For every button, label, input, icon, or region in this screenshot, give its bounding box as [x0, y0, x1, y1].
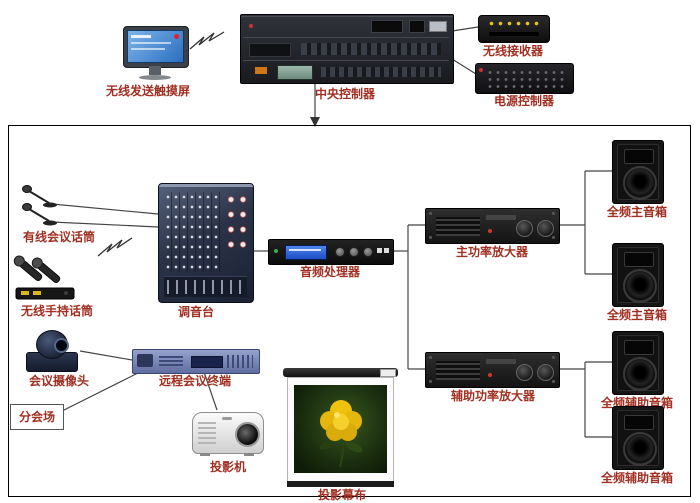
camera-lens	[54, 338, 69, 353]
receiver-led-row	[487, 21, 541, 26]
wireless-mic-label: 无线手持话筒	[20, 304, 93, 318]
wireless-receiver-label: 无线接收器	[482, 44, 543, 58]
mixer-label: 调音台	[177, 305, 214, 319]
link-controller-receiver	[451, 26, 479, 32]
main-speaker-2-label: 全频主音箱	[606, 308, 667, 322]
link-venue-terminal	[61, 371, 141, 412]
wireless-mic-icon	[13, 255, 75, 300]
aux-amplifier-device	[425, 352, 560, 388]
link-controller-power	[451, 58, 477, 75]
mixer-master-knobs	[225, 192, 249, 254]
touchscreen-device	[123, 26, 189, 82]
camera-device	[24, 330, 80, 372]
projector-lens	[235, 422, 260, 447]
touchscreen-label: 无线发送触摸屏	[105, 84, 190, 98]
controller-display	[277, 65, 313, 80]
audio-processor-device	[268, 239, 394, 265]
link-terminal-projector	[203, 371, 218, 411]
projector-label: 投影机	[209, 460, 246, 474]
projector-device	[192, 410, 264, 458]
screen-surface	[287, 377, 394, 483]
projection-screen-label: 投影幕布	[317, 488, 366, 502]
main-amplifier-label: 主功率放大器	[455, 245, 528, 259]
aux-amplifier-label: 辅助功率放大器	[450, 389, 535, 403]
speaker-woofer	[623, 357, 657, 391]
screen-casing	[283, 368, 398, 377]
audio-processor-label: 音频处理器	[299, 265, 360, 279]
system-boundary-box	[8, 125, 691, 497]
power-controller-label: 电源控制器	[493, 94, 554, 108]
remote-terminal-device	[132, 349, 260, 374]
touchscreen-screen	[127, 30, 184, 63]
arrow-icon	[310, 117, 320, 127]
mixer-fader-section	[164, 276, 247, 297]
main-speaker-1-label: 全频主音箱	[606, 205, 667, 219]
main-amplifier-device	[425, 208, 560, 244]
wired-mic-label: 有线会议话筒	[22, 230, 95, 244]
main-speaker-2-device	[612, 243, 664, 307]
link-camera-terminal	[79, 350, 133, 361]
wireless-link-icon	[189, 31, 225, 50]
processor-display	[285, 245, 327, 260]
speaker-woofer	[623, 269, 657, 303]
remote-terminal-label: 远程会议终端	[158, 374, 231, 388]
mixer-channel-knobs	[164, 192, 222, 272]
speaker-woofer	[623, 432, 657, 466]
screen-picture	[294, 385, 387, 473]
link-mic1-mixer	[51, 203, 159, 215]
aux-speaker-2-label: 全频辅助音箱	[600, 471, 673, 485]
camera-label: 会议摄像头	[28, 374, 89, 388]
central-controller-device	[240, 14, 454, 84]
projection-screen-device	[283, 368, 398, 488]
rose-image	[319, 400, 363, 468]
main-speaker-1-device	[612, 140, 664, 204]
power-controller-device	[475, 63, 574, 94]
branch-venue-label: 分会场	[18, 410, 55, 424]
branch-venue-box: 分会场	[10, 404, 64, 430]
terminal-display	[191, 356, 223, 368]
wireless-receiver-device	[478, 15, 550, 43]
central-controller-label: 中央控制器	[314, 87, 375, 101]
link-mic2-mixer	[51, 221, 159, 228]
wired-mic-icon	[22, 185, 57, 226]
aux-speaker-1-device	[612, 331, 664, 395]
wireless-link-icon	[97, 237, 133, 257]
mixer-device	[158, 183, 254, 303]
speaker-woofer	[623, 166, 657, 200]
aux-speaker-2-device	[612, 406, 664, 470]
